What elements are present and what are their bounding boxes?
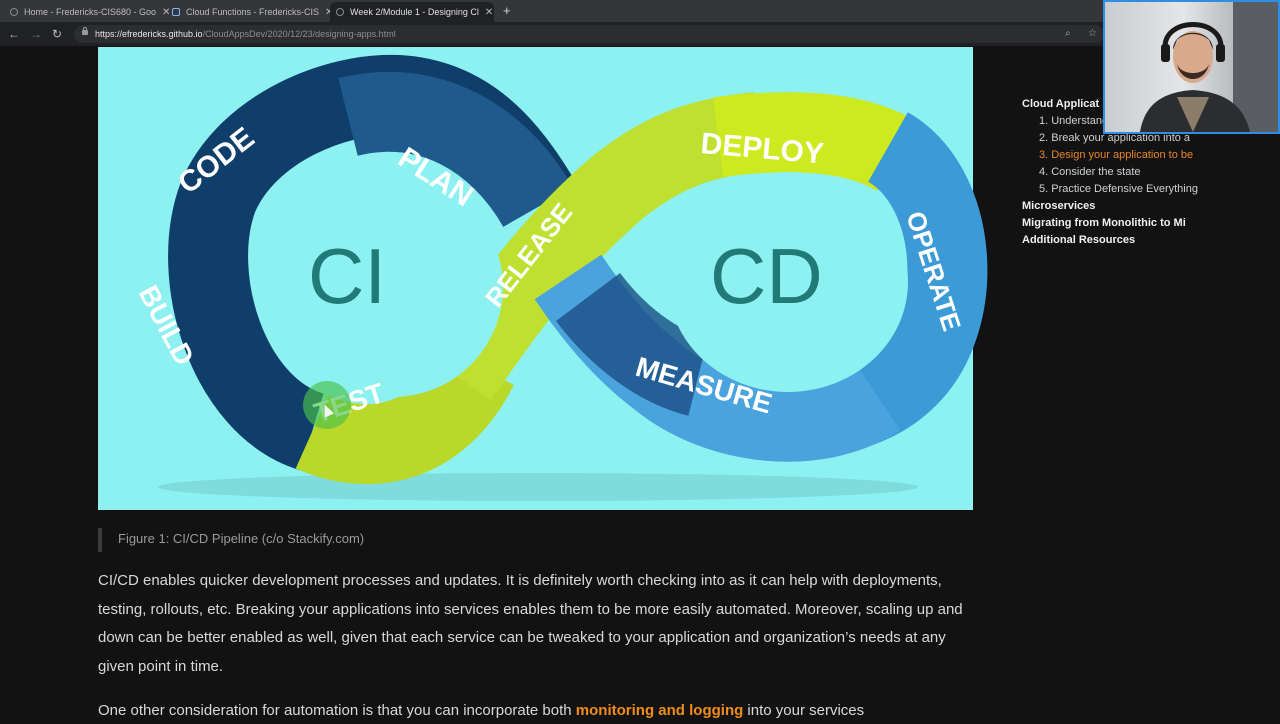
close-icon[interactable]: ✕ (325, 7, 333, 18)
reload-icon[interactable]: ↻ (52, 27, 63, 41)
tab-week2-module1[interactable]: Week 2/Module 1 - Designing Cl ✕ (330, 2, 494, 22)
toc-item-defensive-everything[interactable]: 5. Practice Defensive Everything (1039, 183, 1198, 195)
headphone-right (1216, 44, 1225, 62)
headphones-icon (1162, 22, 1224, 48)
loop-deploy (713, 92, 920, 192)
body-paragraph-2: One other consideration for automation i… (98, 698, 978, 724)
close-icon[interactable]: ✕ (162, 6, 171, 18)
globe-icon (336, 8, 344, 16)
cicd-pipeline-figure: CI CD CODE PLAN BUILD TEST RELEASE DEPLO… (98, 47, 988, 510)
forward-icon[interactable]: → (30, 27, 42, 41)
close-icon[interactable]: ✕ (484, 6, 494, 18)
infinity-loop-diagram: CI CD CODE PLAN BUILD TEST RELEASE DEPLO… (133, 54, 988, 501)
toc-item-consider-state[interactable]: 4. Consider the state (1039, 166, 1141, 178)
zoom-icon[interactable]: ⌕ (1065, 28, 1071, 39)
monitoring-logging-link[interactable]: monitoring and logging (575, 702, 744, 719)
loop-release (425, 92, 763, 401)
paragraph2-end: into your services (743, 702, 865, 719)
paragraph2-start: One other consideration for automation i… (98, 702, 576, 719)
tab-cloud-functions[interactable]: Cloud Functions - Fredericks-CIS ✕ (166, 2, 333, 22)
headphone-left (1161, 44, 1170, 62)
tab-home[interactable]: Home - Fredericks-CIS680 - Goo ✕ (4, 2, 170, 22)
address-bar[interactable] (74, 25, 1104, 43)
presenter-face (1173, 31, 1213, 83)
loop-measure-under (556, 272, 710, 416)
url-text[interactable]: https://efredericks.github.io/CloudAppsD… (95, 29, 396, 39)
figure-caption: Figure 1: CI/CD Pipeline (c/o Stackify.c… (98, 528, 364, 552)
presenter-video (1140, 2, 1278, 132)
loop-test (295, 347, 514, 485)
loop-plan (338, 71, 573, 228)
toc-item-additional-resources[interactable]: Additional Resources (1022, 234, 1136, 246)
toc-item-microservices[interactable]: Microservices (1022, 200, 1096, 212)
tab-title: Cloud Functions - Fredericks-CIS (186, 7, 320, 17)
presenter-shirt (1177, 97, 1209, 132)
bookmark-star-icon[interactable]: ☆ (1088, 28, 1097, 39)
cd-label: CD (710, 232, 823, 320)
globe-icon (10, 8, 18, 16)
toc-item-break-application[interactable]: 2. Break your application into a (1039, 132, 1191, 144)
back-icon[interactable]: ← (8, 27, 20, 41)
toc-item-design-application[interactable]: 3. Design your application to be (1039, 149, 1194, 161)
new-tab-icon[interactable]: + (503, 3, 511, 18)
click-highlight (303, 381, 351, 429)
body-paragraph-1: CI/CD enables quicker development proces… (98, 572, 963, 675)
webcam-overlay (1103, 0, 1280, 134)
table-of-contents: Cloud Applicat 1. Understand 2. Break yo… (1022, 96, 1202, 249)
url-path: /CloudAppsDev/2020/12/23/designing-apps.… (202, 29, 396, 39)
background-door (1233, 2, 1278, 132)
cloud-functions-icon (172, 8, 180, 16)
toc-item-understand[interactable]: 1. Understand (1039, 115, 1109, 127)
toc-item-migrating[interactable]: Migrating from Monolithic to Mi (1022, 217, 1186, 229)
tab-strip: Home - Fredericks-CIS680 - Goo ✕ Cloud F… (0, 0, 1280, 22)
ci-label: CI (308, 232, 386, 320)
tab-title: Week 2/Module 1 - Designing Cl (350, 7, 479, 17)
tab-title: Home - Fredericks-CIS680 - Goo (24, 7, 157, 17)
presenter-beard (1177, 64, 1209, 79)
toc-item-cloud-applications[interactable]: Cloud Applicat (1022, 98, 1100, 110)
ground-shadow (158, 473, 918, 501)
lock-icon (82, 27, 88, 35)
right-loop-center (668, 172, 908, 392)
left-loop-center (283, 177, 503, 397)
url-host: https://efredericks.github.io (95, 29, 203, 39)
